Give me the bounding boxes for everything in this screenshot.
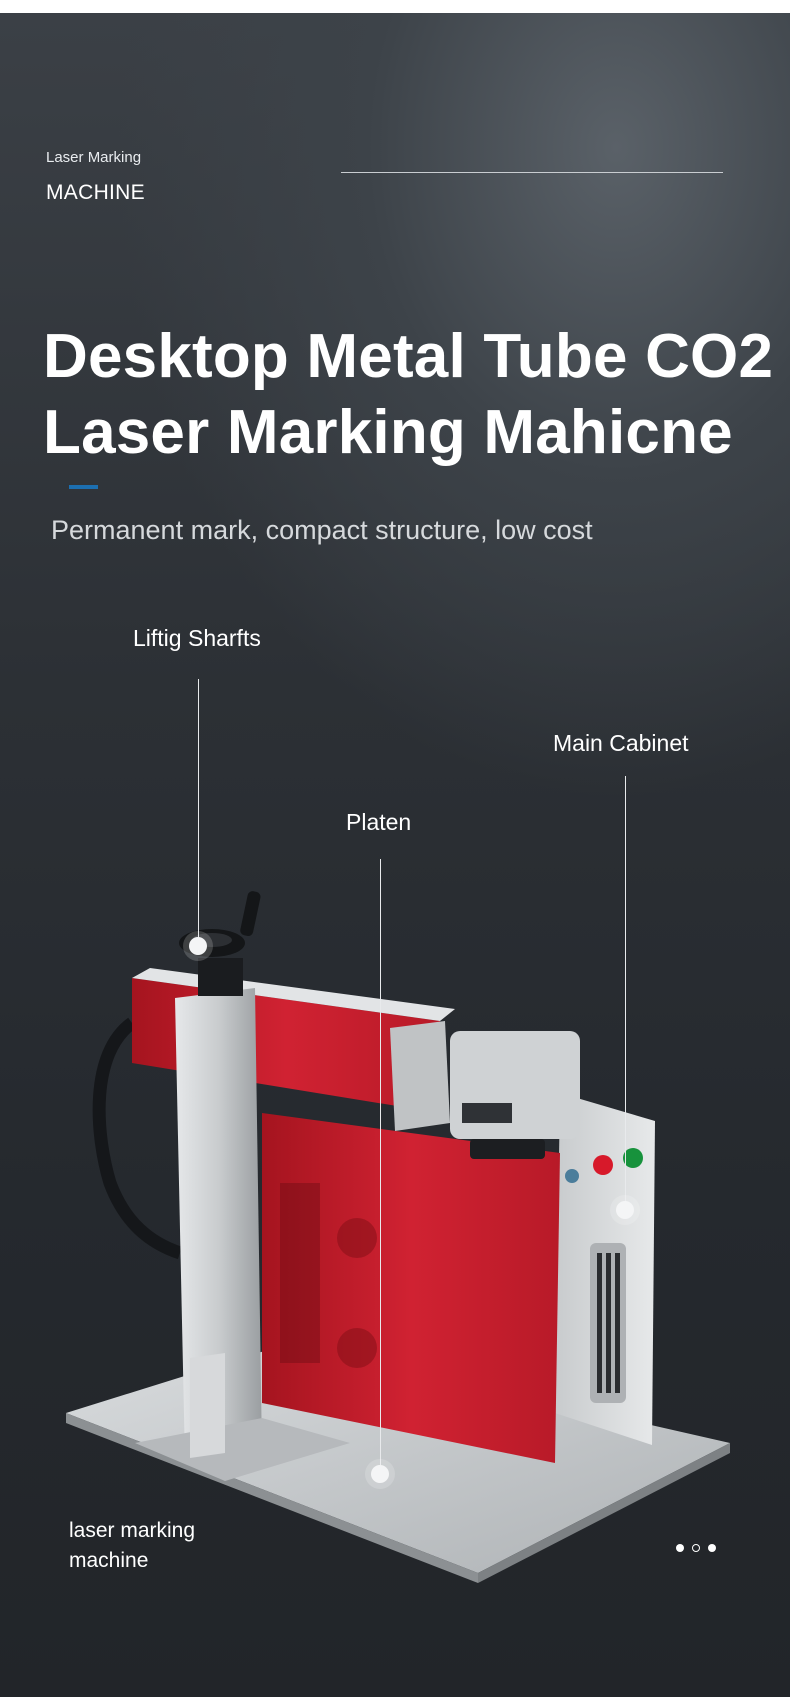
callout-platen-marker[interactable]	[371, 1465, 389, 1483]
page-title-line-2: Laser Marking Mahicne	[43, 398, 733, 467]
callout-main-cabinet: Main Cabinet	[553, 730, 689, 756]
callout-main-cabinet-marker[interactable]	[616, 1201, 634, 1219]
pager-dot-1[interactable]	[676, 1544, 684, 1552]
section-kicker-sub: MACHINE	[46, 181, 145, 204]
accent-bar	[69, 485, 98, 489]
laser-marking-machine-image	[66, 891, 730, 1583]
callout-platen-line	[380, 859, 381, 1474]
section-kicker: Laser Marking	[46, 149, 142, 166]
carousel-pager	[676, 1544, 716, 1552]
callout-main-cabinet-line	[625, 776, 626, 1209]
callout-lifting-marker[interactable]	[189, 937, 207, 955]
callout-lifting-shafts: Liftig Sharfts	[133, 625, 261, 651]
pager-dot-2[interactable]	[692, 1544, 700, 1552]
callout-platen: Platen	[346, 809, 412, 835]
page-title: Desktop Metal Tube CO2 Laser Marking Mah…	[43, 319, 783, 471]
pager-dot-3[interactable]	[708, 1544, 716, 1552]
callout-lifting-line	[198, 679, 199, 945]
page-subtitle: Permanent mark, compact structure, low c…	[51, 515, 593, 545]
product-banner: Laser Marking MACHINE Desktop Metal Tube…	[0, 13, 790, 1697]
caption-line-2: machine	[69, 1549, 149, 1572]
header-divider	[341, 172, 723, 173]
image-caption: laser marking machine	[69, 1516, 269, 1576]
page-title-line-1: Desktop Metal Tube CO2	[43, 322, 774, 391]
caption-line-1: laser marking	[69, 1519, 196, 1542]
